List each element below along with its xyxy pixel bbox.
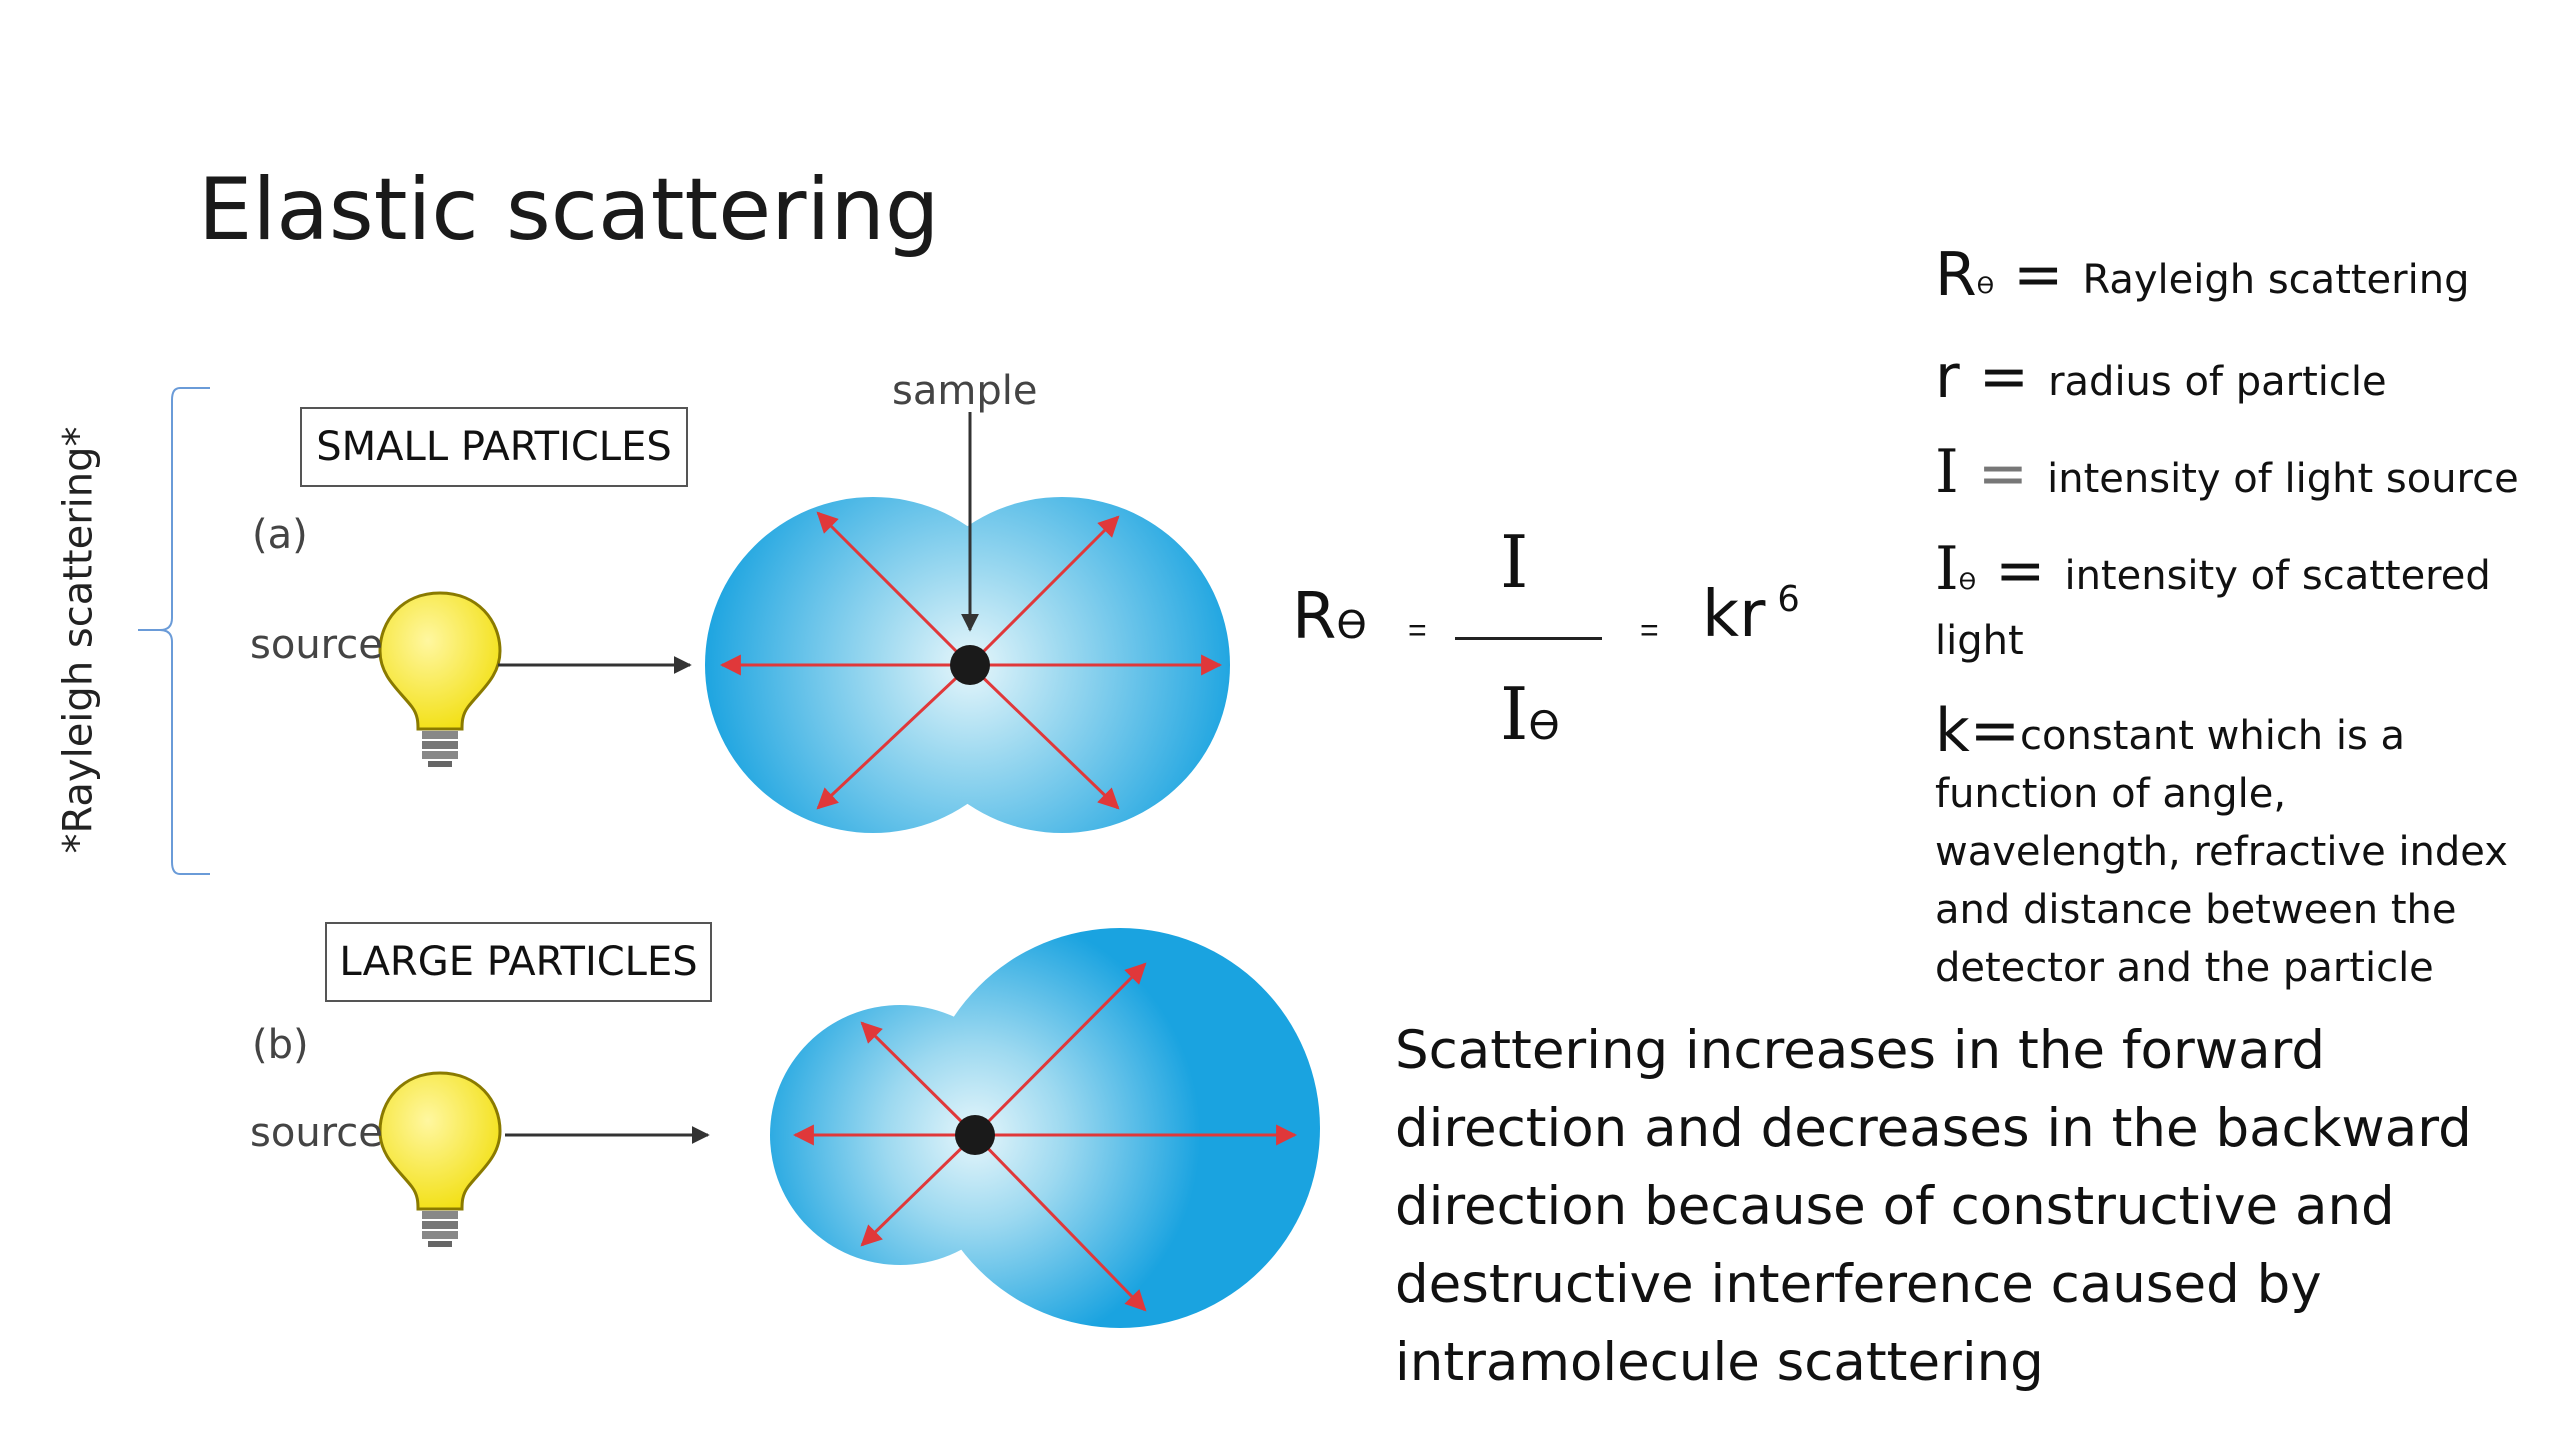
part-b-label: (b) bbox=[252, 1022, 309, 1068]
source-a-label: source bbox=[250, 622, 383, 668]
equation-exponent: 6 bbox=[1777, 579, 1800, 621]
sample-particle-a bbox=[950, 645, 990, 685]
large-particles-cloud bbox=[770, 928, 1320, 1328]
definition-item: k=constant which is a function of angle,… bbox=[1935, 696, 2508, 991]
equation-lhs: Rϴ bbox=[1292, 580, 1367, 654]
slide-title: Elastic scattering bbox=[198, 160, 940, 260]
definitions-list: Rϴ = Rayleigh scattering r = radius of p… bbox=[1935, 240, 2540, 1029]
equation-numerator: I bbox=[1500, 520, 1529, 604]
small-particles-cloud bbox=[705, 497, 1230, 833]
equation-equals-2: = bbox=[1640, 612, 1659, 648]
lightbulb-a-icon bbox=[378, 591, 502, 767]
equation-equals-1: = bbox=[1408, 612, 1427, 648]
large-particles-box: LARGE PARTICLES bbox=[325, 922, 712, 1002]
sample-label: sample bbox=[892, 368, 1038, 414]
part-a-label: (a) bbox=[252, 512, 308, 558]
sample-particle-b bbox=[955, 1115, 995, 1155]
small-particles-box: SMALL PARTICLES bbox=[300, 407, 688, 487]
definition-item: Iϴ = intensity of scattered light bbox=[1935, 534, 2491, 664]
scattering-explanation: Scattering increases in the forward dire… bbox=[1395, 1020, 2472, 1393]
lightbulb-b-icon bbox=[378, 1071, 502, 1247]
equation-denominator: Iϴ bbox=[1500, 672, 1560, 756]
curly-brace bbox=[138, 387, 210, 875]
source-b-label: source bbox=[250, 1110, 383, 1156]
definition-item: I = intensity of light source bbox=[1935, 437, 2519, 509]
equation-fraction-bar bbox=[1455, 637, 1602, 640]
definition-item: Rϴ = Rayleigh scattering bbox=[1935, 240, 2470, 310]
definition-item: r = radius of particle bbox=[1935, 342, 2387, 412]
equation-lhs-theta: ϴ bbox=[1336, 603, 1367, 648]
